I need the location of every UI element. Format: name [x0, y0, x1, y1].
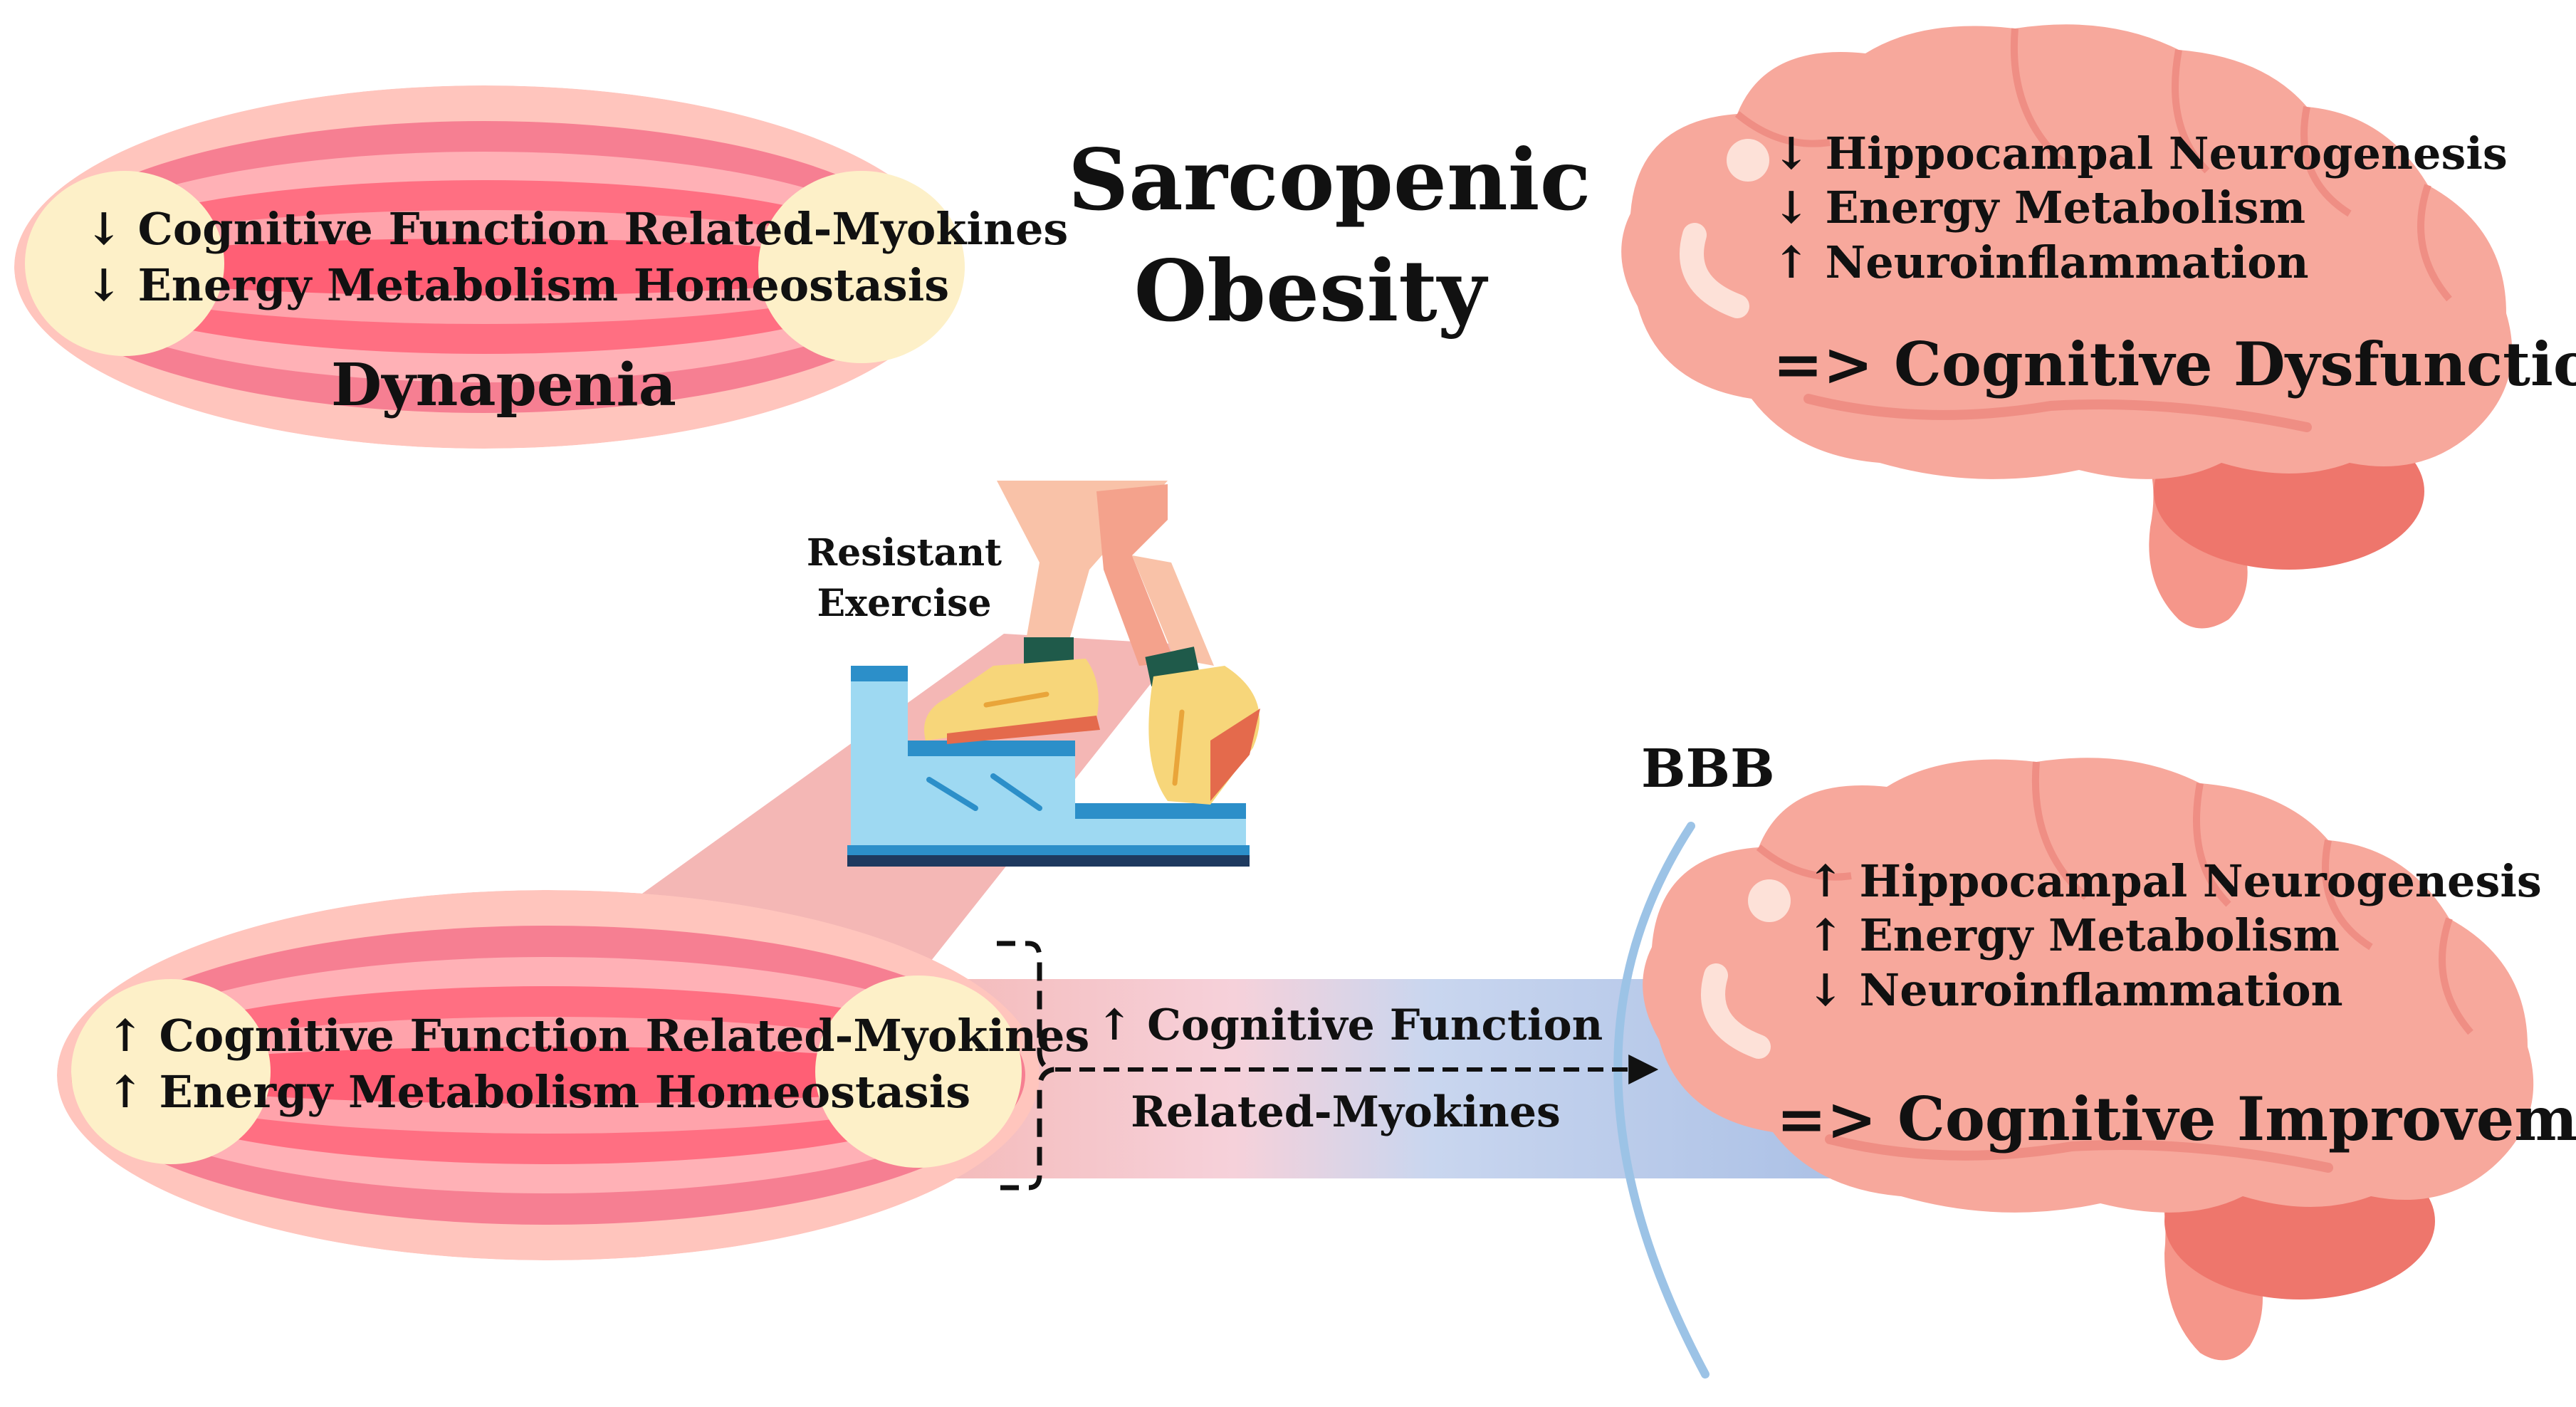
cognitive-dysfunction-label: => Cognitive Dysfunction	[1773, 329, 2576, 399]
brain-bottom-graphic	[1643, 758, 2534, 1361]
brain-top-effect-2: ↓ Energy Metabolism	[1773, 182, 2306, 234]
bbb-label: BBB	[1641, 738, 1775, 800]
muscle-bottom-effects: ↑ Cognitive Function Related-Myokines ↑ …	[107, 1008, 1089, 1121]
myokine-bracket	[997, 941, 1054, 1191]
tendon-right-bottom	[815, 976, 1022, 1168]
muscle-bottom-graphic	[57, 890, 1040, 1260]
exercise-illustration	[847, 481, 1260, 867]
tendon-left-bottom	[71, 979, 271, 1164]
muscle-top-effects: ↓ Cognitive Function Related-Myokines ↓ …	[85, 201, 1068, 314]
dynapenia-label: Dynapenia	[331, 351, 676, 419]
myokine-arrow-label-top: ↑ Cognitive Function	[1096, 1000, 1603, 1050]
brain-top-effect-3: ↑ Neuroinflammation	[1773, 236, 2309, 288]
brain-bottom-effect-3: ↓ Neuroinflammation	[1807, 963, 2343, 1016]
main-title: Sarcopenic Obesity	[1068, 125, 1591, 347]
brain-top-graphic	[1621, 24, 2513, 629]
muscle-bottom-effect-1: ↑ Cognitive Function Related-Myokines	[107, 1010, 1090, 1062]
brain-bottom-effect-2: ↑ Energy Metabolism	[1807, 909, 2340, 962]
title-line-1: Sarcopenic	[1068, 130, 1591, 229]
exercise-label: Resistant Exercise	[797, 528, 1011, 629]
brain-top-effect-1: ↓ Hippocampal Neurogenesis	[1773, 127, 2508, 179]
exercise-label-line-2: Exercise	[817, 581, 992, 625]
brain-bottom-effect-1: ↑ Hippocampal Neurogenesis	[1807, 855, 2542, 907]
bbb-arc	[1613, 822, 1710, 1379]
title-line-2: Obesity	[1133, 241, 1487, 340]
brain-top-effects: ↓ Hippocampal Neurogenesis ↓ Energy Meta…	[1773, 127, 2508, 290]
muscle-bottom-effect-2: ↑ Energy Metabolism Homeostasis	[107, 1066, 971, 1119]
muscle-top-graphic	[14, 85, 965, 449]
tendon-left	[25, 171, 224, 356]
brain-bottom-effects: ↑ Hippocampal Neurogenesis ↑ Energy Meta…	[1807, 854, 2542, 1018]
exercise-label-line-1: Resistant	[806, 531, 1002, 575]
muscle-top-effect-1: ↓ Cognitive Function Related-Myokines	[85, 203, 1069, 255]
tendon-right	[758, 171, 965, 363]
muscle-top-effect-2: ↓ Energy Metabolism Homeostasis	[85, 259, 950, 312]
myokine-arrow-label-bottom: Related-Myokines	[1131, 1087, 1561, 1137]
cognitive-improvement-label: => Cognitive Improvement	[1776, 1084, 2576, 1154]
